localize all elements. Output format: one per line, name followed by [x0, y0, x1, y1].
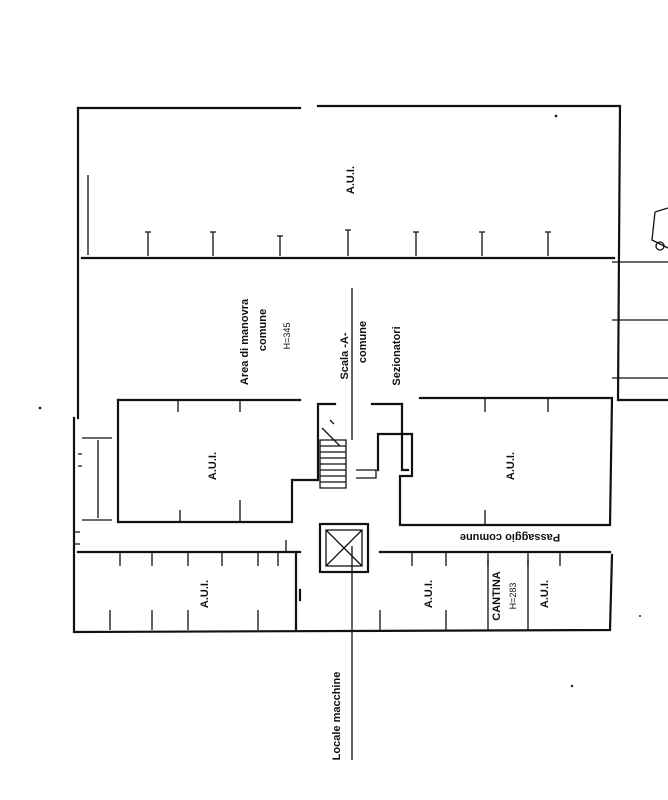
bottom-walls: [74, 531, 612, 632]
top-parking-partition: [80, 175, 616, 260]
label-comune-2: comune: [357, 321, 369, 363]
middle-walls: [78, 396, 614, 527]
label-comune-1: comune: [257, 309, 269, 351]
label-aui-bottom-right: A.U.I.: [539, 580, 551, 608]
label-h-manovra: H=345: [282, 323, 292, 350]
label-aui-bottom-center: A.U.I.: [423, 580, 435, 608]
label-cantina: CANTINA: [491, 571, 503, 621]
staircase: [319, 419, 377, 489]
elevator-shaft: [318, 522, 370, 574]
label-area-manovra: Area di manovra: [239, 298, 251, 385]
label-scala: Scala -A-: [339, 332, 351, 379]
label-h-cantina: H=283: [508, 583, 518, 610]
label-locale-macchine: Locale macchine: [331, 672, 343, 761]
label-aui-top: A.U.I.: [345, 166, 357, 194]
outer-walls: [72, 104, 668, 634]
label-passaggio: Passaggio comune: [460, 531, 560, 543]
scan-specks: [38, 114, 641, 688]
label-aui-bottom-left: A.U.I.: [199, 580, 211, 608]
label-aui-mid-left: A.U.I.: [207, 452, 219, 480]
labels: A.U.I. Area di manovra comune H=345 Scal…: [199, 166, 560, 760]
label-sezionatori: Sezionatori: [391, 326, 403, 385]
label-aui-mid-right: A.U.I.: [505, 452, 517, 480]
